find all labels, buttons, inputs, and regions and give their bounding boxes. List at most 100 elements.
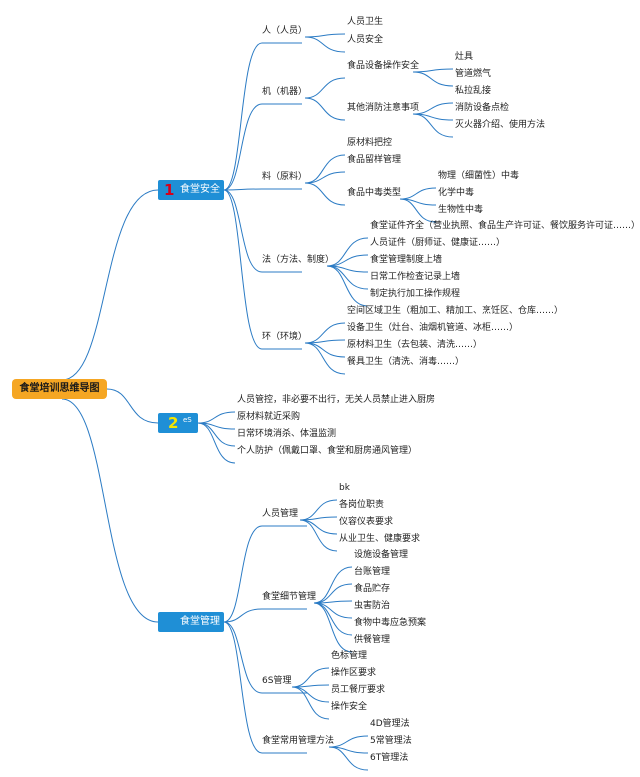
node-fire-notes[interactable]: 其他消防注意事项	[347, 103, 420, 113]
leaf[interactable]: bk	[339, 483, 350, 493]
node-equipment-safety[interactable]: 食品设备操作安全	[347, 61, 420, 71]
leaf[interactable]: 食品贮存	[354, 584, 391, 594]
leaf[interactable]: 各岗位职责	[339, 500, 385, 510]
leaf[interactable]: 灭火器介绍、使用方法	[455, 120, 546, 130]
leaf[interactable]: 5常管理法	[370, 736, 412, 746]
leaf[interactable]: 原材料卫生（去包装、清洗……）	[347, 340, 483, 350]
connector-line	[304, 154, 346, 184]
node-staff-management[interactable]: 人员管理	[262, 509, 299, 519]
leaf[interactable]: 从业卫生、健康要求	[339, 534, 421, 544]
leaf[interactable]: 人员证件（厨师证、健康证……）	[370, 238, 506, 248]
connector-line	[106, 388, 159, 424]
branch-label: 食堂安全	[180, 184, 220, 195]
connector-line	[399, 198, 437, 223]
connector-line	[304, 77, 346, 99]
connector-line	[399, 187, 437, 200]
node-common-methods[interactable]: 食堂常用管理方法	[262, 736, 335, 746]
connector-line	[304, 342, 346, 375]
connector-line	[412, 113, 454, 138]
connector-line	[223, 189, 302, 350]
leaf[interactable]: 员工餐厅要求	[331, 685, 386, 695]
connector-line	[304, 342, 346, 358]
leaf[interactable]: 原材料把控	[347, 138, 393, 148]
leaf[interactable]: 日常工作检查记录上墙	[370, 272, 461, 282]
leaf[interactable]: 操作安全	[331, 702, 368, 712]
connector-line	[326, 237, 369, 267]
leaf[interactable]: 原材料就近采购	[237, 412, 301, 422]
leaf[interactable]: 操作区要求	[331, 668, 377, 678]
node-detail-management[interactable]: 食堂细节管理	[262, 592, 317, 602]
connector-line	[223, 621, 307, 754]
leaf[interactable]: 管道燃气	[455, 69, 492, 79]
connector-line	[223, 103, 302, 191]
connector-line	[291, 667, 330, 688]
branch-number-1: 1	[164, 181, 175, 199]
node-machine[interactable]: 机（机器）	[262, 87, 308, 97]
connector-line	[223, 608, 307, 623]
connector-line	[291, 686, 330, 720]
connector-line	[197, 411, 236, 424]
connector-line	[313, 602, 353, 653]
leaf[interactable]: 化学中毒	[438, 188, 475, 198]
leaf[interactable]: 设备卫生（灶台、油烟机管道、冰柜……）	[347, 323, 519, 333]
connector-line	[328, 746, 369, 771]
leaf[interactable]: 供餐管理	[354, 635, 391, 645]
branch-number-2: 2	[168, 414, 179, 432]
connector-line	[304, 339, 346, 344]
root-node[interactable]: 食堂培训思维导图	[12, 379, 107, 399]
leaf[interactable]: 人员卫生	[347, 17, 384, 27]
leaf[interactable]: 生物性中毒	[438, 205, 484, 215]
leaf[interactable]: 私拉乱接	[455, 86, 492, 96]
branch-canteen-management[interactable]: 食堂管理	[158, 612, 224, 632]
node-material[interactable]: 料（原料）	[262, 172, 308, 182]
leaf[interactable]: 虫害防治	[354, 601, 391, 611]
leaf[interactable]: 人员管控，非必要不出行，无关人员禁止进入厨房	[237, 395, 436, 405]
connector-line	[299, 516, 338, 521]
leaf[interactable]: 日常环境消杀、体温监测	[237, 429, 337, 439]
branch-food-safety[interactable]: 1 食堂安全	[158, 180, 224, 200]
leaf[interactable]: 个人防护（佩戴口罩、食堂和厨房通风管理）	[237, 446, 418, 456]
leaf[interactable]: 仪容仪表要求	[339, 517, 394, 527]
leaf[interactable]: 食品留样管理	[347, 155, 402, 165]
connector-line	[304, 33, 346, 38]
connector-line	[223, 189, 302, 273]
connector-line	[412, 71, 454, 87]
connector-line	[304, 171, 346, 184]
branch-es[interactable]: 2 eS	[158, 413, 198, 433]
connector-line	[291, 686, 330, 703]
leaf[interactable]: 物理（细菌性）中毒	[438, 171, 520, 181]
leaf[interactable]: 空间区域卫生（粗加工、精加工、烹饪区、仓库……）	[347, 306, 564, 316]
node-people[interactable]: 人（人员）	[262, 26, 308, 36]
leaf[interactable]: 4D管理法	[370, 719, 410, 729]
connector-line	[304, 36, 346, 53]
leaf[interactable]: 食物中毒应急预案	[354, 618, 427, 628]
leaf[interactable]: 食堂证件齐全（营业执照、食品生产许可证、餐饮服务许可证……）	[370, 221, 640, 231]
branch-label: eS	[183, 416, 192, 424]
leaf[interactable]: 制定执行加工操作规程	[370, 289, 461, 299]
leaf[interactable]: 设施设备管理	[354, 550, 409, 560]
leaf[interactable]: 消防设备点检	[455, 103, 510, 113]
leaf[interactable]: 6T管理法	[370, 753, 409, 763]
connector-line	[223, 188, 302, 191]
node-6s-management[interactable]: 6S管理	[262, 676, 292, 686]
branch-label: 食堂管理	[180, 616, 220, 627]
node-method[interactable]: 法（方法、制度）	[262, 255, 335, 265]
connector-line	[61, 189, 159, 381]
node-environment[interactable]: 环（环境）	[262, 332, 308, 342]
connector-line	[326, 265, 369, 307]
connector-line	[61, 398, 159, 623]
connector-line	[197, 422, 236, 464]
connector-line	[313, 566, 353, 604]
leaf[interactable]: 食堂管理制度上墙	[370, 255, 443, 265]
leaf[interactable]: 灶具	[455, 52, 474, 62]
connector-line	[304, 97, 346, 121]
connector-line	[299, 519, 338, 552]
connector-line	[304, 182, 346, 206]
leaf[interactable]: 色标管理	[331, 651, 368, 661]
leaf[interactable]: 台账管理	[354, 567, 391, 577]
node-poisoning-types[interactable]: 食品中毒类型	[347, 188, 402, 198]
leaf[interactable]: 餐具卫生（清洗、消毒……）	[347, 357, 465, 367]
connector-line	[299, 519, 338, 535]
leaf[interactable]: 人员安全	[347, 35, 384, 45]
